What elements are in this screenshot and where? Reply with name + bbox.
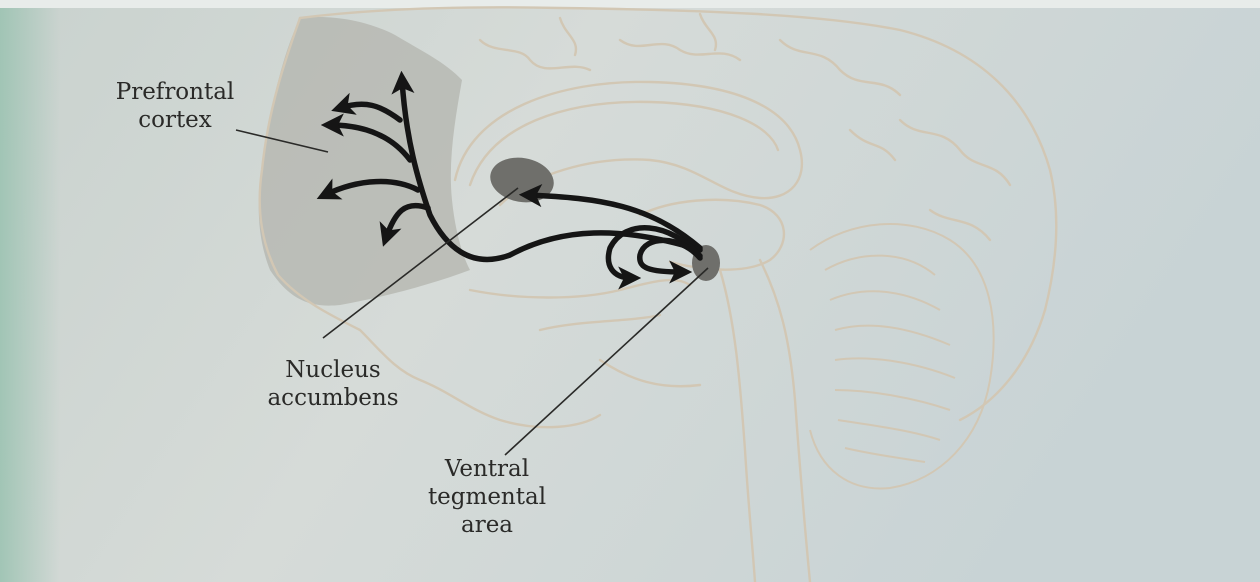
label-text: Ventral — [412, 455, 562, 483]
label-text: tegmental — [412, 483, 562, 511]
label-nucleus-accumbens: Nucleus accumbens — [258, 356, 408, 412]
label-text: cortex — [90, 106, 260, 134]
label-text: Nucleus — [258, 356, 408, 384]
label-text: Prefrontal — [90, 78, 260, 106]
label-text: accumbens — [258, 384, 408, 412]
top-border — [0, 0, 1260, 8]
label-prefrontal-cortex: Prefrontal cortex — [90, 78, 260, 134]
page-edge-tint — [0, 0, 60, 582]
label-ventral-tegmental-area: Ventral tegmental area — [412, 455, 562, 539]
label-text: area — [412, 511, 562, 539]
